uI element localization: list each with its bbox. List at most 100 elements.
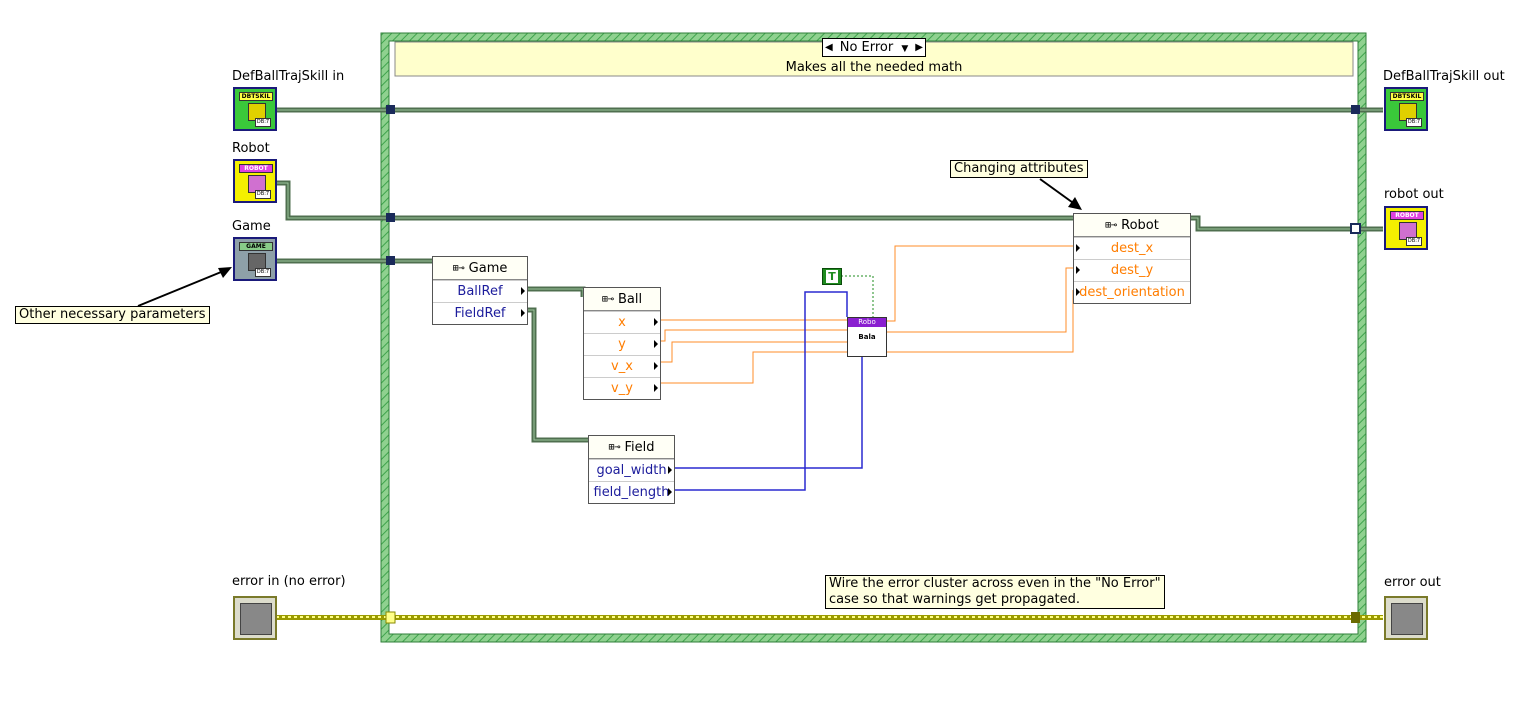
node-header: ⊞⊸ Ball bbox=[584, 288, 660, 311]
def-ball-traj-skill-in-label: DefBallTrajSkill in bbox=[232, 69, 345, 84]
output-arrow-icon bbox=[654, 384, 658, 392]
node-field[interactable]: goal_width bbox=[589, 459, 674, 481]
node-header: ⊞⊸ Robot bbox=[1074, 214, 1190, 237]
node-field[interactable]: dest_x bbox=[1074, 237, 1190, 259]
wire-boolean bbox=[841, 275, 874, 317]
node-title: Field bbox=[624, 439, 655, 455]
wire-integer bbox=[673, 291, 863, 491]
input-arrow-icon bbox=[1076, 266, 1080, 274]
input-arrow-icon bbox=[1076, 244, 1080, 252]
comment-line: case so that warnings get propagated. bbox=[829, 592, 1081, 607]
game-in-terminal[interactable]: GAME DB:7 bbox=[233, 237, 277, 281]
field-unbundle-node[interactable]: ⊞⊸ Field goal_width field_length bbox=[588, 435, 675, 504]
wire-fieldref bbox=[527, 307, 588, 443]
wire-error bbox=[277, 615, 1383, 620]
output-arrow-icon bbox=[654, 340, 658, 348]
subvi-label: Bala bbox=[858, 333, 876, 341]
field-label: FieldRef bbox=[454, 306, 506, 321]
ball-unbundle-node[interactable]: ⊞⊸ Ball x y v_x v_y bbox=[583, 287, 661, 400]
field-label: dest_orientation bbox=[1079, 285, 1185, 300]
robot-in-terminal[interactable]: ROBOT DB:7 bbox=[233, 159, 277, 203]
comment-wire-error: Wire the error cluster across even in th… bbox=[825, 575, 1165, 609]
field-label: dest_x bbox=[1110, 241, 1154, 256]
node-field[interactable]: dest_y bbox=[1074, 259, 1190, 281]
node-header: ⊞⊸ Field bbox=[589, 436, 674, 459]
terminal-tag: DBTSKIL bbox=[239, 92, 273, 101]
case-selector-value: No Error bbox=[839, 40, 894, 55]
terminal-tag: GAME bbox=[239, 242, 273, 251]
wire-ballref bbox=[527, 286, 586, 297]
def-ball-traj-skill-in-terminal[interactable]: DBTSKIL DB:7 bbox=[233, 87, 277, 131]
error-cluster-icon bbox=[1391, 603, 1423, 635]
field-label: BallRef bbox=[457, 284, 503, 299]
comment-changing-attributes: Changing attributes bbox=[950, 160, 1088, 178]
game-unbundle-node[interactable]: ⊞⊸ Game BallRef FieldRef bbox=[432, 256, 528, 325]
output-arrow-icon bbox=[521, 309, 525, 317]
property-node-icon: ⊞⊸ bbox=[601, 293, 614, 305]
field-label: x bbox=[618, 315, 626, 330]
robot-out-label: robot out bbox=[1384, 187, 1444, 202]
output-arrow-icon bbox=[654, 318, 658, 326]
constant-text: T bbox=[826, 270, 838, 283]
field-label: v_x bbox=[611, 359, 633, 374]
wire-numeric bbox=[659, 245, 1074, 384]
input-arrow-icon bbox=[1076, 288, 1080, 296]
terminal-version: DB:7 bbox=[255, 190, 271, 199]
output-arrow-icon bbox=[668, 488, 672, 496]
terminal-tag: DBTSKIL bbox=[1390, 92, 1424, 101]
case-description: Makes all the needed math bbox=[785, 60, 963, 75]
property-node-icon: ⊞⊸ bbox=[608, 441, 621, 453]
comment-arrows bbox=[137, 178, 1082, 307]
terminal-version: DB:7 bbox=[255, 268, 271, 277]
field-label: y bbox=[618, 337, 626, 352]
node-field[interactable]: BallRef bbox=[433, 280, 527, 302]
field-label: dest_y bbox=[1110, 263, 1154, 278]
error-cluster-icon bbox=[240, 603, 272, 635]
field-label: field_length bbox=[593, 485, 670, 500]
robot-bundle-node[interactable]: ⊞⊸ Robot dest_x dest_y dest_orientation bbox=[1073, 213, 1191, 304]
node-title: Ball bbox=[617, 291, 643, 307]
property-node-icon: ⊞⊸ bbox=[452, 262, 465, 274]
node-field[interactable]: field_length bbox=[589, 481, 674, 503]
subvi-node[interactable]: Robo Bala bbox=[847, 317, 887, 357]
prev-case-icon[interactable]: ◀ bbox=[825, 42, 833, 53]
node-field[interactable]: dest_orientation bbox=[1074, 281, 1190, 303]
output-arrow-icon bbox=[521, 287, 525, 295]
error-in-label: error in (no error) bbox=[232, 574, 346, 589]
node-field[interactable]: v_y bbox=[584, 377, 660, 399]
terminal-version: DB:7 bbox=[1406, 118, 1422, 127]
robot-out-terminal[interactable]: ROBOT DB:7 bbox=[1384, 206, 1428, 250]
property-node-icon: ⊞⊸ bbox=[1105, 219, 1118, 231]
error-out-label: error out bbox=[1384, 575, 1441, 590]
case-structure-frame[interactable] bbox=[380, 32, 1367, 643]
node-field[interactable]: x bbox=[584, 311, 660, 333]
terminal-tag: ROBOT bbox=[239, 164, 273, 173]
terminal-version: DB:7 bbox=[1406, 237, 1422, 246]
node-title: Robot bbox=[1121, 217, 1159, 233]
terminal-version: DB:7 bbox=[255, 118, 271, 127]
boolean-true-constant[interactable]: T bbox=[822, 268, 842, 285]
comment-line: Wire the error cluster across even in th… bbox=[829, 576, 1161, 591]
dropdown-icon[interactable]: ▼ bbox=[901, 44, 909, 54]
terminal-tag: ROBOT bbox=[1390, 211, 1424, 220]
next-case-icon[interactable]: ▶ bbox=[915, 42, 923, 53]
error-out-terminal[interactable] bbox=[1384, 596, 1428, 640]
robot-in-label: Robot bbox=[232, 141, 270, 156]
output-arrow-icon bbox=[668, 466, 672, 474]
node-field[interactable]: FieldRef bbox=[433, 302, 527, 324]
node-header: ⊞⊸ Game bbox=[433, 257, 527, 280]
def-ball-traj-skill-out-terminal[interactable]: DBTSKIL DB:7 bbox=[1384, 87, 1428, 131]
case-selector[interactable]: ◀ No Error ▼ ▶ bbox=[822, 38, 926, 57]
field-label: goal_width bbox=[596, 463, 667, 478]
node-field[interactable]: y bbox=[584, 333, 660, 355]
tunnels bbox=[385, 105, 1361, 624]
field-label: v_y bbox=[611, 381, 633, 396]
output-arrow-icon bbox=[654, 362, 658, 370]
game-in-label: Game bbox=[232, 219, 271, 234]
comment-other-parameters: Other necessary parameters bbox=[15, 306, 210, 324]
node-title: Game bbox=[468, 260, 508, 276]
def-ball-traj-skill-out-label: DefBallTrajSkill out bbox=[1383, 69, 1505, 84]
error-in-terminal[interactable] bbox=[233, 596, 277, 640]
node-field[interactable]: v_x bbox=[584, 355, 660, 377]
